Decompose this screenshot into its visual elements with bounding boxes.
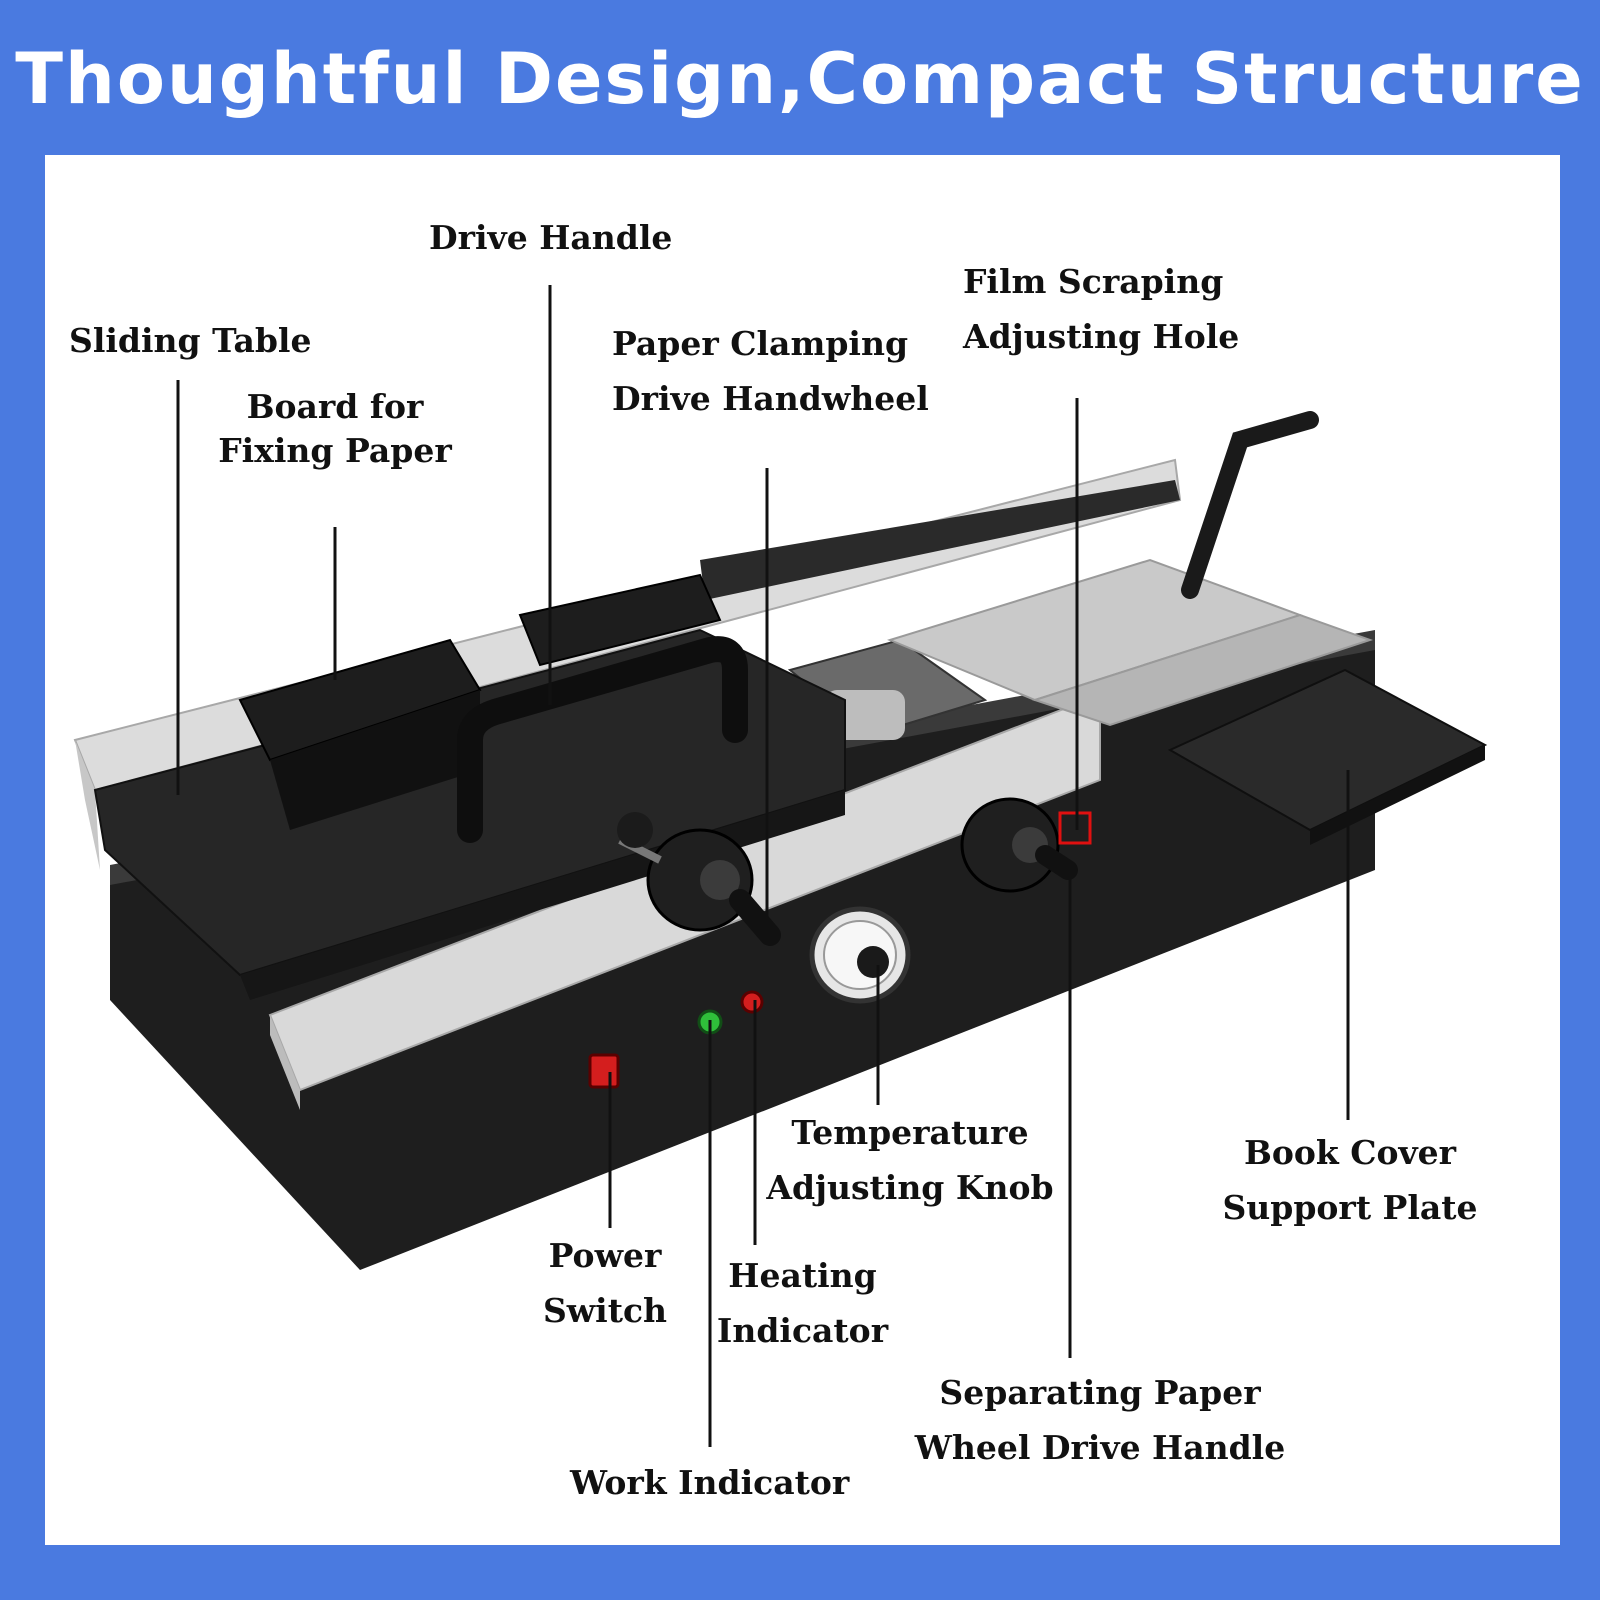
power-switch-light [588, 1053, 620, 1089]
label-sliding-table: Sliding Table [69, 321, 312, 360]
banner-title: Thoughtful Design,Compact Structure [15, 38, 1585, 120]
board-for-fixing-paper [238, 573, 722, 830]
label-paper-clamping: Paper Clamping Drive Handwheel [612, 324, 929, 418]
film-scraping-highlight-box [1058, 811, 1092, 845]
crank-handle [1181, 411, 1319, 599]
leader-lines [176, 285, 1350, 1447]
label-board-fixing-paper: Board for Fixing Paper [218, 387, 452, 470]
label-heating-indicator: Heating Indicator [716, 1256, 889, 1350]
label-drive-handle: Drive Handle [429, 218, 673, 257]
slide-plates [887, 558, 1374, 727]
drive-handle-shape [457, 636, 748, 843]
heating-indicator-light [740, 990, 764, 1014]
label-separating-paper: Separating Paper Wheel Drive Handle [914, 1373, 1286, 1467]
label-temperature-knob: Temperature Adjusting Knob [766, 1113, 1054, 1207]
label-book-cover: Book Cover Support Plate [1222, 1133, 1478, 1227]
temperature-dial [809, 906, 911, 1004]
label-film-scraping: Film Scraping Adjusting Hole [963, 262, 1240, 356]
label-work-indicator: Work Indicator [570, 1463, 850, 1502]
label-power-switch: Power Switch [542, 1236, 668, 1330]
paper-clamping-handwheel [617, 812, 781, 946]
separating-paper-wheel [960, 797, 1078, 893]
book-cover-support-plate-shape [1167, 668, 1488, 845]
